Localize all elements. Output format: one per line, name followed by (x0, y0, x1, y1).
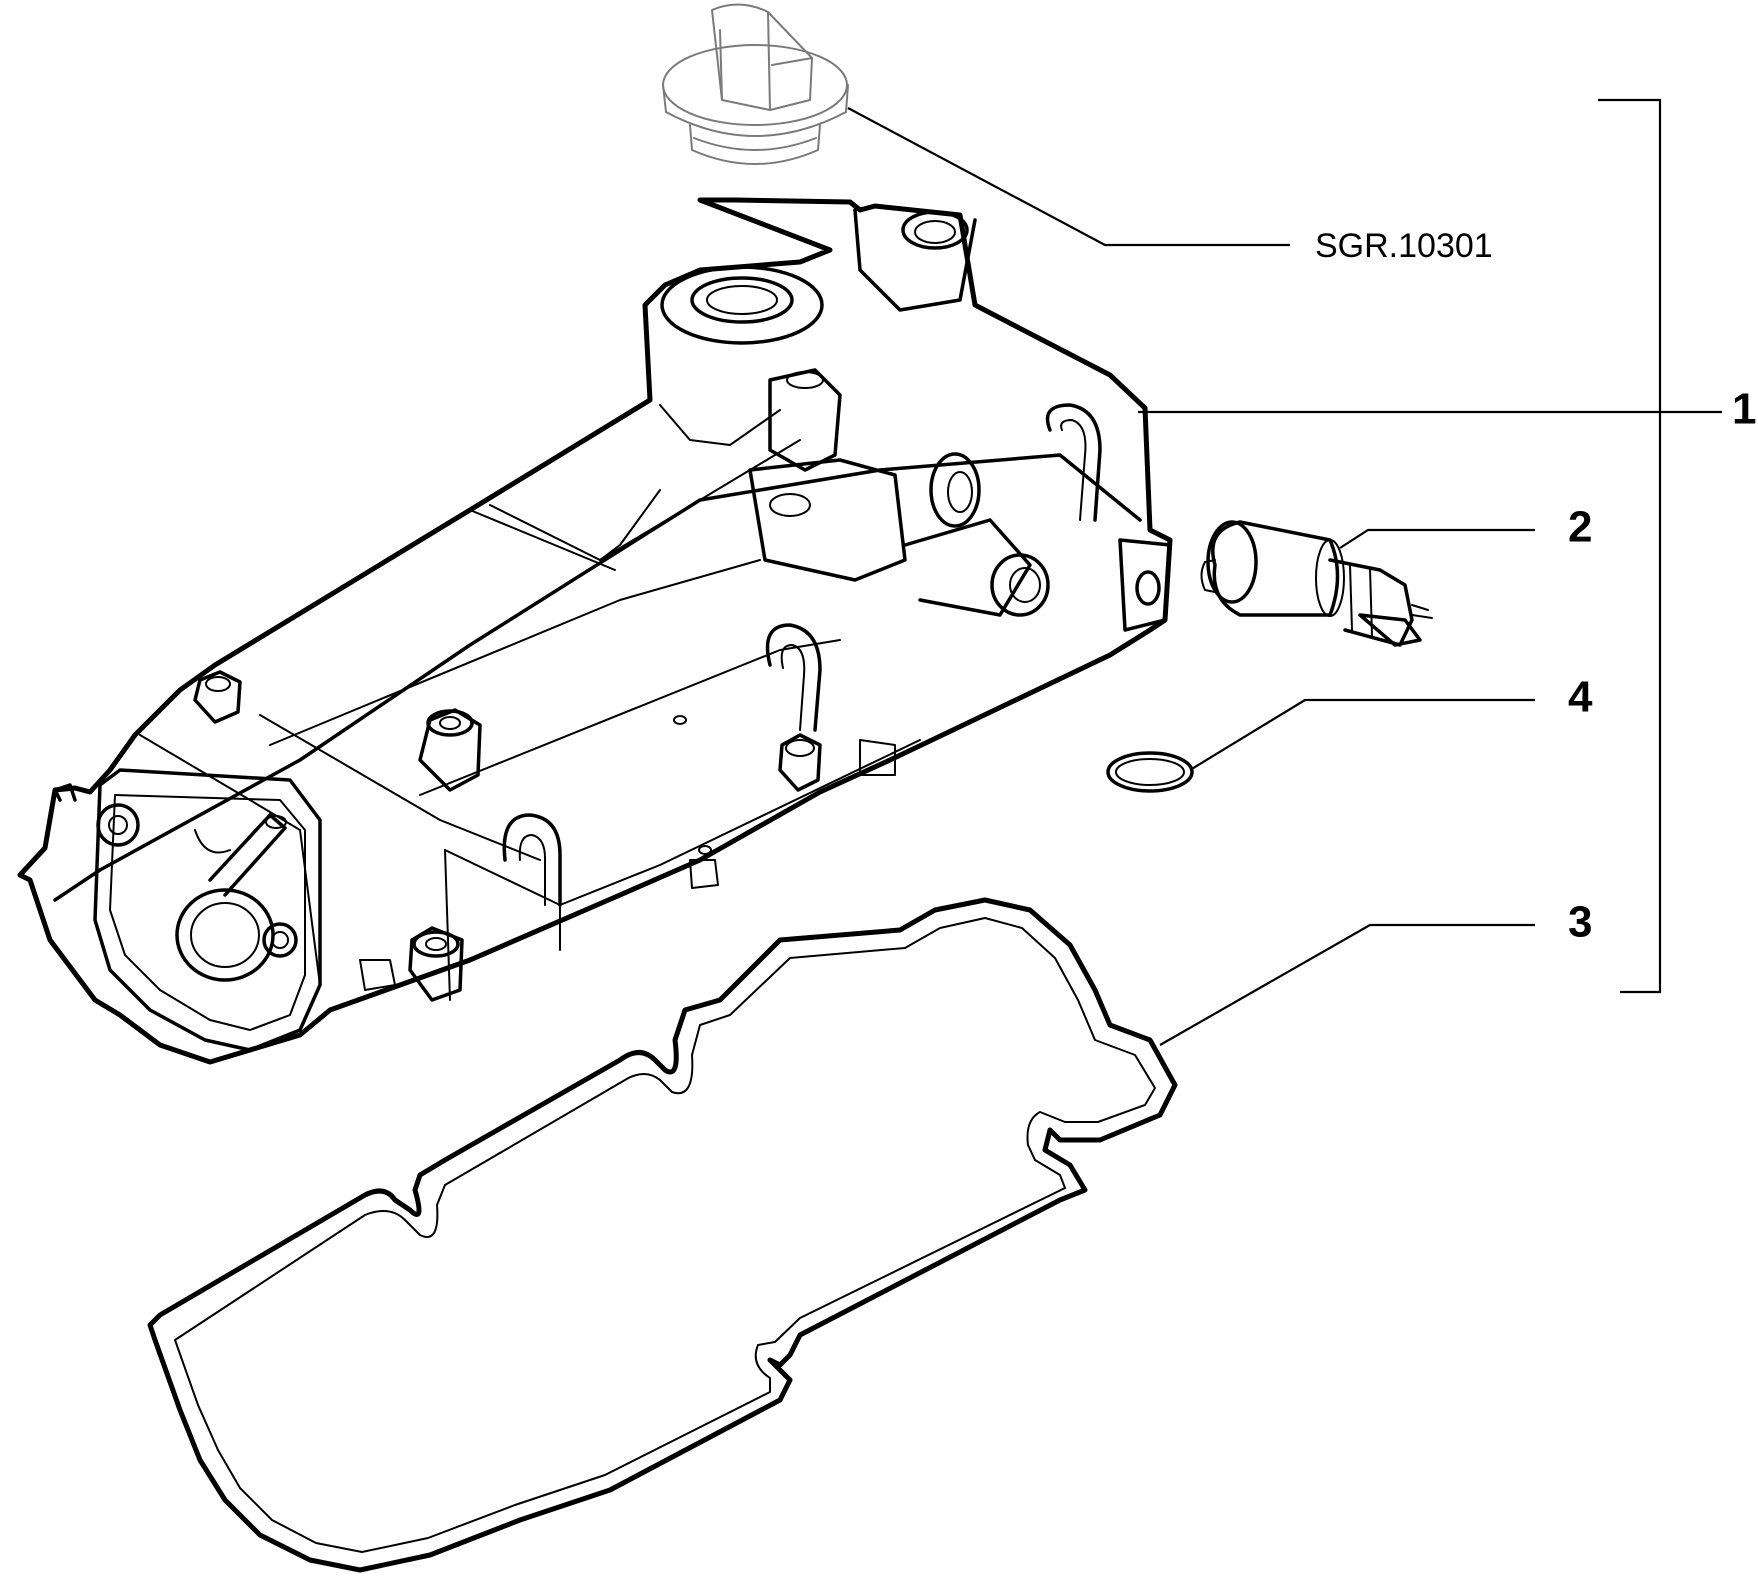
callout-2: 2 (1568, 503, 1592, 552)
leader-lines (847, 107, 1722, 1046)
callout-sgr: SGR.10301 (1315, 227, 1493, 265)
o-ring-seal[interactable] (1106, 751, 1194, 793)
leader-sgr (847, 107, 1290, 247)
callout-1: 1 (1732, 385, 1756, 434)
leader-2 (1339, 528, 1535, 549)
callout-3: 3 (1568, 898, 1592, 947)
leader-3 (1159, 923, 1535, 1046)
oil-filler-cap[interactable] (662, 3, 849, 165)
sensor[interactable] (1200, 520, 1433, 647)
callout-4: 4 (1568, 673, 1593, 722)
leader-4 (1189, 698, 1535, 771)
cover-gasket[interactable] (147, 897, 1178, 1573)
cylinder-head-cover[interactable] (17, 197, 1173, 1065)
assembly-bracket (1598, 98, 1662, 994)
